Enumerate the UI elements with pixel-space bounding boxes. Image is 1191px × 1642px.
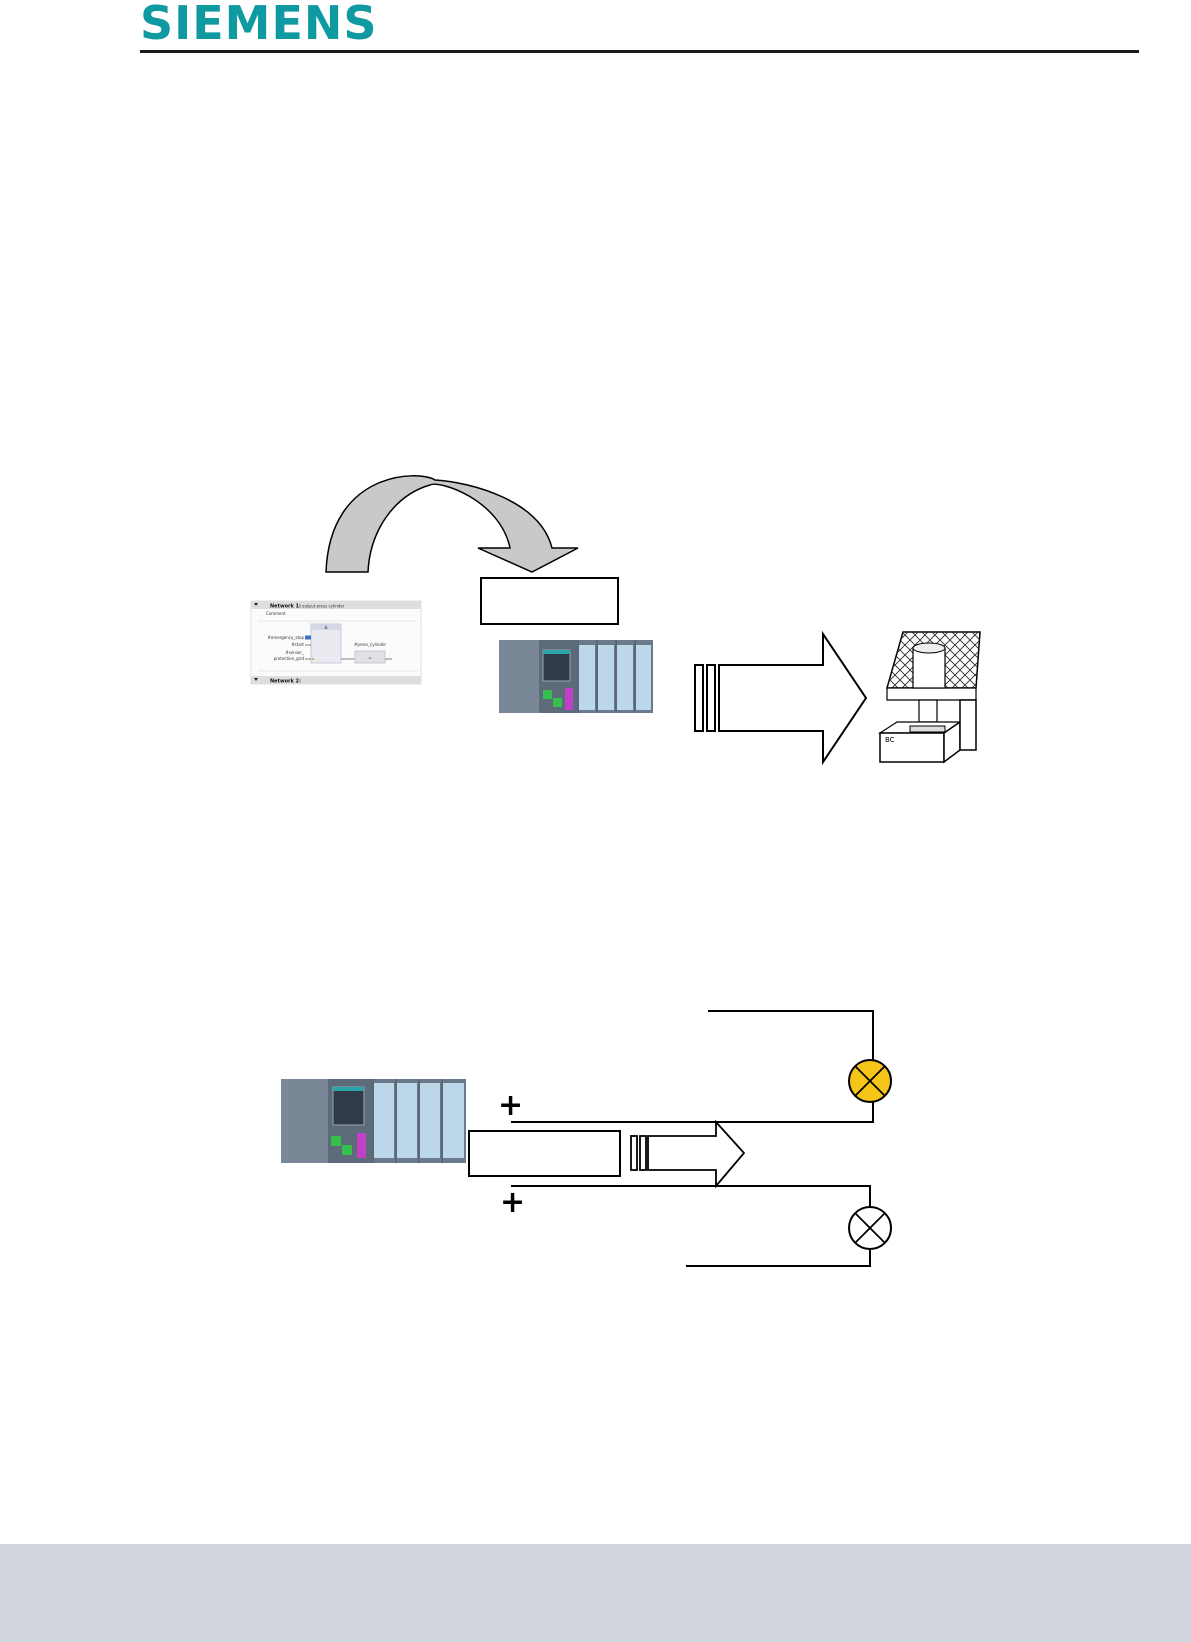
press-label: BC [885, 736, 895, 744]
output-arrow-2 [630, 1119, 746, 1189]
label-box-top [480, 577, 619, 625]
network-1-header [251, 601, 421, 609]
network-1-label: Network 1: [270, 604, 301, 610]
header-rule [140, 50, 1139, 53]
output-arrow-1 [694, 630, 868, 766]
output-press-cylinder: #press_cylinder [354, 642, 386, 647]
and-block-label: & [324, 625, 327, 630]
input-emergency-stop: #emergency_stop [268, 635, 305, 640]
network-2-label: Network 2: [270, 679, 301, 685]
download-curved-arrow [325, 475, 579, 573]
footer-band [0, 1544, 1191, 1642]
collapse-icon [254, 603, 258, 606]
lamp-wiring [511, 1010, 874, 1267]
ladder-diagram: Network 1: output press cylinder Comment… [250, 600, 422, 685]
assignment-coil [354, 650, 386, 664]
press-machine-drawing: BC [877, 631, 981, 764]
plc-controller-1 [499, 640, 653, 713]
network-2-header [251, 676, 421, 684]
lamp-off-icon [848, 1206, 892, 1250]
network-1-title: output press cylinder [302, 604, 345, 609]
network-comment: Comment [266, 611, 286, 616]
plc-controller-2 [281, 1079, 466, 1163]
input-sensor-b: protection_grid [274, 656, 305, 661]
svg-text:=: = [368, 655, 371, 660]
label-box-bottom [468, 1130, 621, 1177]
plus-sign-bottom: + [500, 1185, 525, 1220]
input-start: #start [291, 642, 304, 647]
siemens-logo: SIEMENS [140, 0, 378, 50]
plus-sign-top: + [498, 1088, 523, 1123]
lamp-on-icon [848, 1059, 892, 1103]
input-sensor-a: #sensor_ [285, 650, 305, 655]
